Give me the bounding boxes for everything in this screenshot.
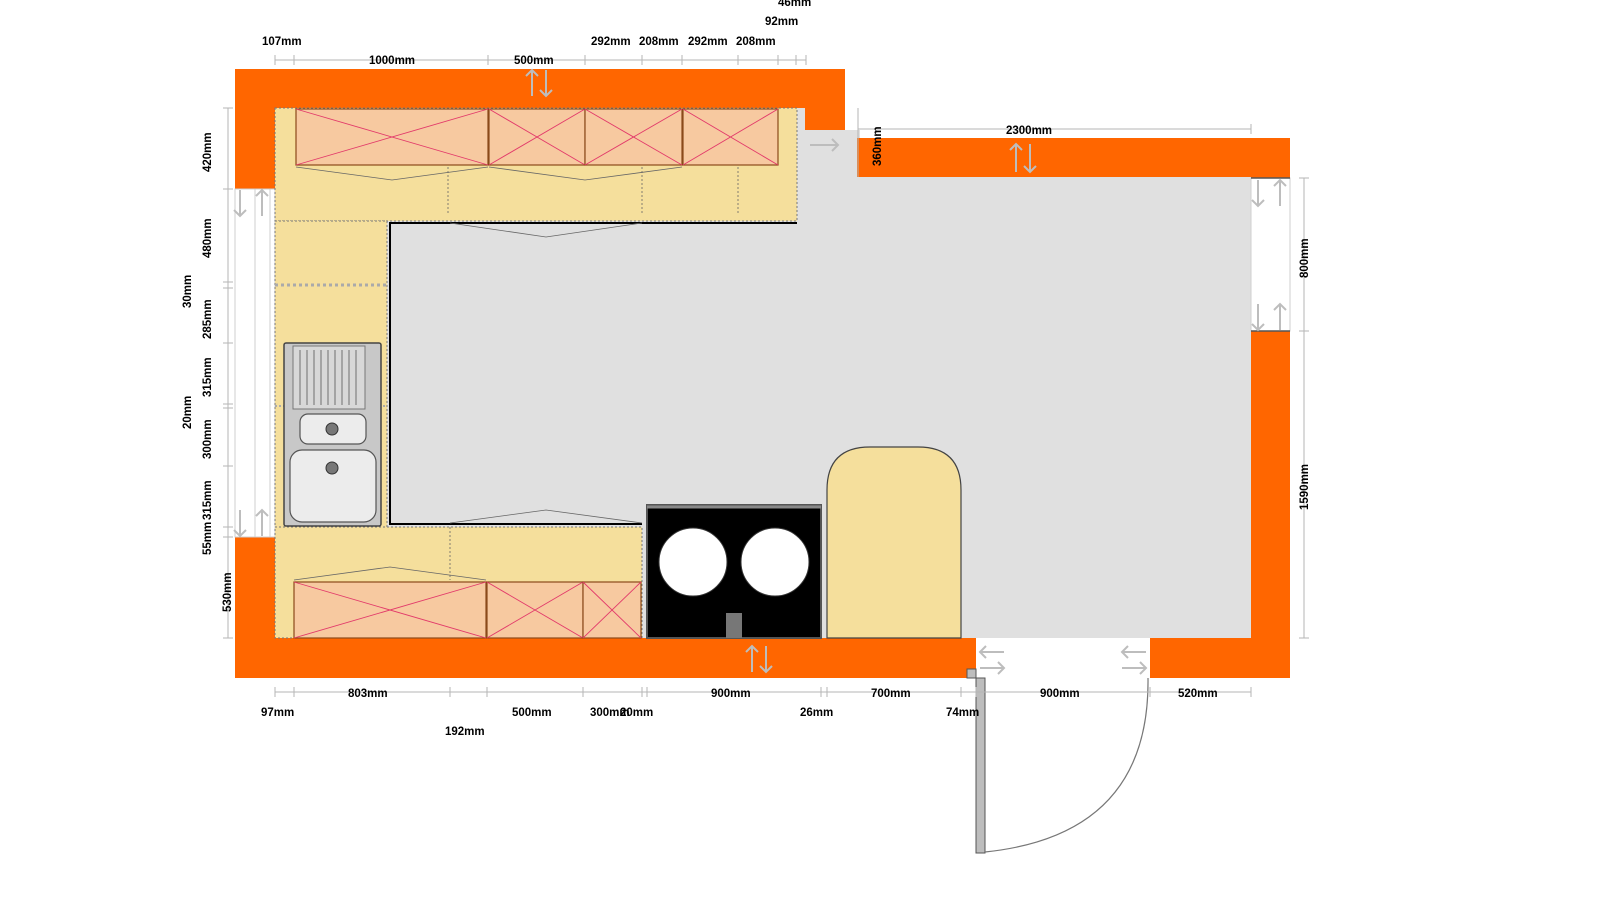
dim-top-107: 107mm: [262, 36, 302, 48]
dim-left-55: 55mm: [202, 522, 214, 555]
dim-left-20: 20mm: [182, 396, 194, 429]
dim-bottom-700: 700mm: [871, 688, 911, 700]
dim-left-420: 420mm: [202, 132, 214, 172]
hob: [646, 504, 822, 639]
door-swing-arc: [984, 677, 1149, 853]
dim-bottom-192: 192mm: [445, 726, 485, 738]
wall-top-right: [857, 138, 1290, 177]
dim-right-800: 800mm: [1299, 238, 1311, 278]
dim-left-30: 30mm: [182, 275, 194, 308]
dim-top-92: 92mm: [765, 16, 798, 28]
door-leaf: [975, 677, 986, 854]
wall-cabinets-top: [295, 108, 779, 238]
left-window: [234, 188, 276, 538]
hob-ring-right: [740, 527, 810, 597]
dimension-labels-top: 107mm 1000mm 500mm 292mm 208mm 292mm 208…: [262, 0, 1052, 166]
drainer: [292, 345, 366, 410]
dim-top-46: 46mm: [778, 0, 811, 9]
dim-left-285: 285mm: [202, 299, 214, 339]
arrows: [233, 68, 1287, 675]
dim-bottom-97: 97mm: [261, 707, 294, 719]
dim-left-300: 300mm: [202, 419, 214, 459]
wall-top-step: [805, 69, 845, 130]
dim-bottom-900-b: 900mm: [1040, 688, 1080, 700]
dim-left-480: 480mm: [202, 218, 214, 258]
wall-left-upper: [235, 69, 275, 189]
dimension-labels-right: 800mm 1590mm: [1299, 238, 1311, 510]
dim-bottom-803: 803mm: [348, 688, 388, 700]
dim-bottom-900-a: 900mm: [711, 688, 751, 700]
dim-left-315-b: 315mm: [202, 480, 214, 520]
hob-ring-left: [658, 527, 728, 597]
dim-top-208-a: 208mm: [639, 36, 679, 48]
sink: [283, 342, 382, 527]
dim-top-208-b: 208mm: [736, 36, 776, 48]
dim-bottom-74: 74mm: [946, 707, 979, 719]
dim-top-292-b: 292mm: [688, 36, 728, 48]
dim-bottom-500: 500mm: [512, 707, 552, 719]
wall-cabinets-bottom: [293, 509, 643, 639]
dim-top-500: 500mm: [514, 55, 554, 67]
dim-top-2300: 2300mm: [1006, 125, 1052, 137]
door: [966, 640, 1150, 854]
dimension-labels-bottom: 803mm 97mm 192mm 500mm 300mm 20mm 900mm …: [261, 688, 1218, 738]
large-bowl: [289, 449, 377, 523]
dim-bottom-26: 26mm: [800, 707, 833, 719]
dim-top-360: 360mm: [872, 126, 884, 166]
dimension-lines: [223, 55, 1309, 697]
dimension-labels-left: 420mm 480mm 30mm 285mm 315mm 20mm 300mm …: [182, 132, 234, 612]
wall-bottom-left: [235, 638, 976, 678]
dim-bottom-520: 520mm: [1178, 688, 1218, 700]
wall-top-left: [235, 69, 845, 108]
dim-bottom-20: 20mm: [620, 707, 653, 719]
walls: [235, 69, 1290, 678]
wall-right-upper: [1251, 138, 1290, 178]
dim-left-315-a: 315mm: [202, 357, 214, 397]
dim-top-1000: 1000mm: [369, 55, 415, 67]
dim-right-1590: 1590mm: [1299, 464, 1311, 510]
dim-top-292-a: 292mm: [591, 36, 631, 48]
tall-unit: [826, 446, 962, 639]
dim-bottom-300: 300mm: [590, 707, 630, 719]
hob-knob: [726, 613, 742, 638]
dim-left-530: 530mm: [222, 572, 234, 612]
wall-right-lower: [1251, 331, 1290, 678]
